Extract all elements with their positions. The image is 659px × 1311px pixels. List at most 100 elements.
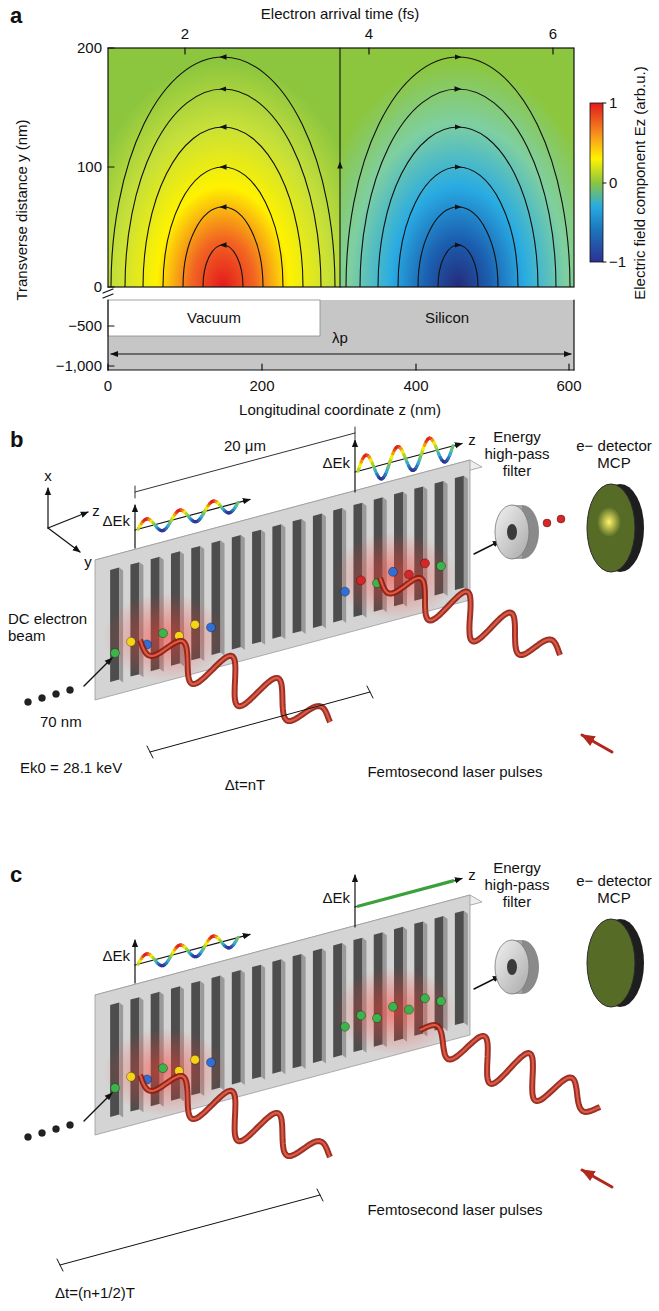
grating-pillar: [313, 948, 322, 1062]
laser-direction-arrow: [582, 1170, 612, 1187]
delay-tick: [57, 1259, 63, 1271]
electron: [191, 1055, 200, 1064]
grating-pillar-side: [322, 513, 326, 628]
field-line: [458, 167, 518, 287]
electron: [67, 1122, 74, 1129]
beam-arrow: [84, 658, 112, 686]
electron: [341, 1022, 350, 1031]
grating-pillar: [313, 513, 322, 627]
laser-spot: [103, 1028, 227, 1116]
field-line: [378, 127, 458, 287]
laser-spot: [333, 532, 457, 620]
coordinate-axis: [48, 528, 80, 552]
delay-line: [60, 1195, 320, 1265]
electron: [39, 1130, 46, 1137]
field-line: [223, 89, 321, 287]
grating-pillar-side: [322, 948, 326, 1063]
field-line: [418, 207, 458, 287]
flat-energy-line: [358, 881, 453, 906]
electron: [127, 637, 136, 646]
field-line: [360, 89, 458, 287]
field-negative: [340, 48, 574, 287]
region-label: Vacuum: [187, 310, 241, 327]
tick-label: 0: [609, 175, 617, 192]
grating-pillar-side: [261, 965, 265, 1080]
axis-name: x: [44, 468, 52, 485]
field-line: [163, 167, 223, 287]
electron: [421, 559, 430, 568]
laser-pulse: [420, 1025, 600, 1112]
field-line: [458, 245, 478, 287]
dimension-label: λp: [332, 330, 348, 347]
laser-spot: [333, 967, 457, 1055]
electron: [389, 567, 398, 576]
field-line: [223, 167, 283, 287]
grating-pillar: [232, 970, 241, 1084]
tick: [603, 183, 606, 184]
electron: [357, 1011, 366, 1020]
dimension-label: 20 μm: [224, 438, 266, 455]
laser-pulse: [380, 578, 560, 655]
filter-hole: [507, 524, 517, 540]
electron: [191, 620, 200, 629]
tick: [107, 364, 108, 370]
field-line: [223, 207, 263, 287]
field-line: [183, 207, 223, 287]
tick: [568, 364, 569, 370]
laser-pulse: [420, 1025, 600, 1112]
electron: [421, 994, 430, 1003]
tick-label: −500: [68, 318, 102, 335]
tick: [108, 365, 114, 366]
field-line: [203, 245, 223, 287]
field-line: [339, 48, 340, 165]
electron: [39, 695, 46, 702]
energy-modulation-wave: [236, 503, 238, 506]
axis-line: [107, 300, 108, 370]
tick: [603, 262, 606, 263]
delay-tick: [367, 686, 373, 698]
electron: [437, 997, 446, 1006]
electron: [437, 562, 446, 571]
grating-pillar: [293, 954, 302, 1068]
tick-label: 400: [403, 378, 428, 395]
part-label: Energy high-pass filter: [477, 429, 557, 479]
tick-label: 1: [609, 95, 617, 112]
beam-arrow: [84, 1093, 112, 1121]
field-line: [223, 245, 243, 287]
part-label: Femtosecond laser pulses: [367, 1202, 542, 1219]
field-line: [458, 127, 538, 287]
electron: [543, 519, 551, 527]
colorbar: [590, 103, 603, 262]
filter-hole: [507, 959, 517, 975]
panel-letter: b: [10, 428, 23, 453]
energy-modulation-wave: [451, 446, 453, 451]
tick: [108, 47, 114, 48]
axis-arrow: [354, 875, 355, 927]
tick: [368, 48, 369, 54]
axis-title: Longitudinal coordinate z (nm): [239, 402, 441, 419]
field-line: [458, 89, 556, 287]
electron: [53, 1126, 60, 1133]
electron: [405, 1005, 414, 1014]
parameter-label: Ek0 = 28.1 keV: [20, 760, 122, 777]
electron: [127, 1072, 136, 1081]
tick-label: 200: [77, 40, 102, 57]
coordinate-axis: [47, 488, 48, 528]
electron: [25, 699, 32, 706]
delay-line: [150, 692, 370, 752]
axis-name: ΔEk: [102, 948, 130, 965]
region-label: Silicon: [425, 310, 469, 327]
axis-name: z: [92, 503, 100, 520]
tick-label: 0: [104, 378, 112, 395]
field-line: [111, 57, 223, 287]
period-arrow: [111, 353, 571, 354]
silicon-substrate: [108, 300, 574, 370]
grating-pillar-side: [302, 519, 306, 634]
laser-direction-arrow: [582, 735, 612, 752]
electron: [373, 1014, 382, 1023]
grating-pillar-side: [241, 535, 245, 650]
electron: [207, 623, 216, 632]
vacuum-gap: [108, 300, 320, 336]
